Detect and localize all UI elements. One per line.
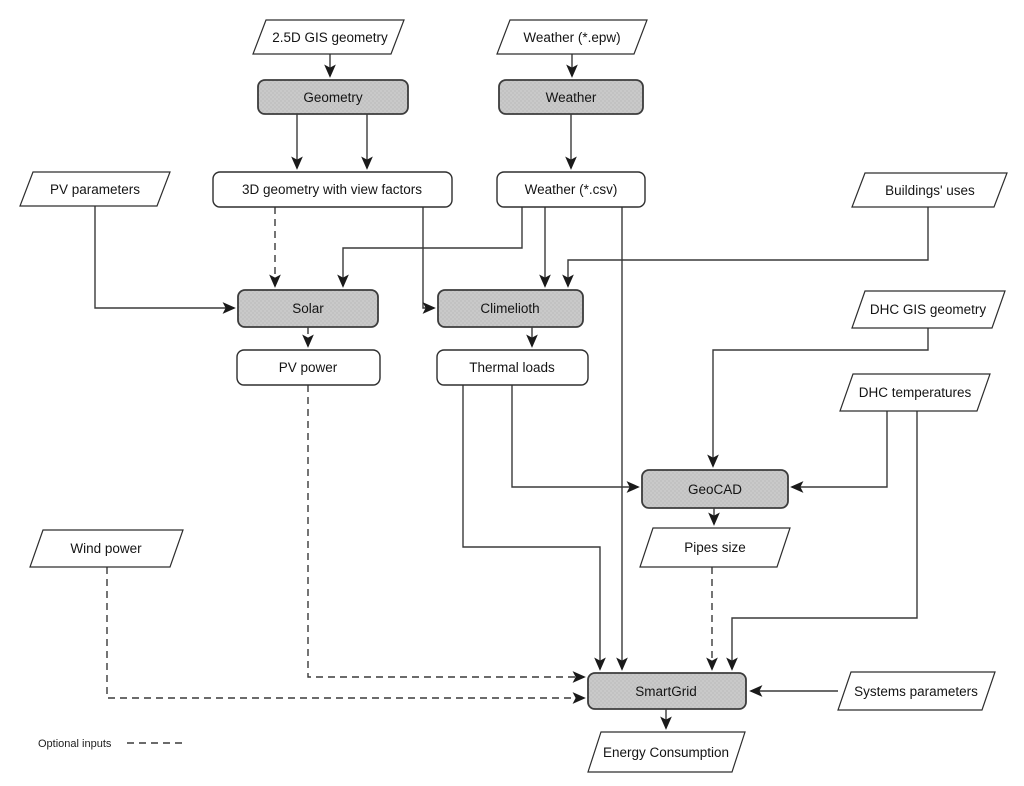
process-shape — [437, 289, 584, 328]
node-label: Climelioth — [480, 301, 539, 316]
node-label: DHC GIS geometry — [870, 302, 987, 317]
node-systems-parameters: Systems parameters — [837, 671, 996, 711]
node-label: Weather — [546, 90, 597, 105]
node-label: DHC temperatures — [859, 385, 972, 400]
edge-windpower-to-smartgrid-dashed — [106, 567, 586, 704]
parallelogram-shape — [837, 671, 996, 711]
parallelogram-shape — [851, 290, 1006, 329]
node-wind-power: Wind power — [29, 529, 184, 568]
node-label: Buildings' uses — [885, 183, 975, 198]
data-shape — [236, 349, 381, 386]
legend: Optional inputs — [38, 738, 183, 750]
data-shape — [212, 171, 453, 208]
node-2-5d-gis-geometry: 2.5D GIS geometry — [252, 19, 405, 55]
node-weather: Weather — [498, 79, 644, 115]
nodes-layer: 2.5D GIS geometry Weather (*.epw) Geomet… — [19, 19, 1008, 773]
parallelogram-shape — [839, 373, 991, 412]
legend-label: Optional inputs — [38, 738, 112, 750]
node-label: 3D geometry with view factors — [242, 182, 422, 197]
parallelogram-shape — [29, 529, 184, 568]
node-label: Thermal loads — [469, 360, 555, 375]
node-geometry: Geometry — [257, 79, 409, 115]
node-solar: Solar — [237, 289, 379, 328]
node-geocad: GeoCAD — [641, 469, 789, 509]
edge-buildingsuses-to-climelioth — [562, 207, 929, 288]
node-smartgrid: SmartGrid — [587, 672, 747, 710]
parallelogram-shape — [639, 527, 791, 568]
parallelogram-shape — [851, 172, 1008, 208]
node-label: Geometry — [303, 90, 363, 105]
process-shape — [257, 79, 409, 115]
node-label: SmartGrid — [635, 684, 697, 699]
edge-pvparams-to-solar — [94, 206, 236, 314]
node-label: Weather (*.epw) — [523, 30, 620, 45]
process-shape — [641, 469, 789, 509]
node-label: Wind power — [70, 541, 142, 556]
node-label: Systems parameters — [854, 684, 978, 699]
node-label: Energy Consumption — [603, 745, 729, 760]
edge-dhctemp-to-smartgrid — [726, 411, 918, 671]
node-pipes-size: Pipes size — [639, 527, 791, 568]
node-thermal-loads: Thermal loads — [436, 349, 589, 386]
node-label: Solar — [292, 301, 324, 316]
node-climelioth: Climelioth — [437, 289, 584, 328]
edge-dhctemp-to-geocad — [790, 411, 888, 493]
node-label: Pipes size — [684, 540, 746, 555]
node-pv-power: PV power — [236, 349, 381, 386]
data-shape — [496, 171, 646, 208]
data-shape — [436, 349, 589, 386]
edge-dhcgis-to-geocad — [707, 328, 929, 468]
node-weather-epw: Weather (*.epw) — [496, 19, 648, 55]
node-energy-consumption: Energy Consumption — [587, 731, 746, 773]
process-shape — [237, 289, 379, 328]
node-dhc-temperatures: DHC temperatures — [839, 373, 991, 412]
edge-pvpower-to-smartgrid-dashed — [307, 385, 586, 683]
node-label: Weather (*.csv) — [525, 182, 618, 197]
edge-thermalloads-to-smartgrid — [462, 385, 606, 671]
node-3d-geometry-view-factors: 3D geometry with view factors — [212, 171, 453, 208]
parallelogram-shape — [19, 171, 171, 207]
edge-geom3d-to-climelioth — [422, 207, 436, 314]
process-shape — [498, 79, 644, 115]
node-label: PV parameters — [50, 182, 140, 197]
node-label: PV power — [279, 360, 338, 375]
parallelogram-shape — [252, 19, 405, 55]
node-label: GeoCAD — [688, 482, 742, 497]
node-dhc-gis-geometry: DHC GIS geometry — [851, 290, 1006, 329]
edges-layer — [94, 54, 929, 730]
node-weather-csv: Weather (*.csv) — [496, 171, 646, 208]
edge-thermalloads-to-geocad — [511, 385, 640, 493]
process-shape — [587, 672, 747, 710]
node-buildings-uses: Buildings' uses — [851, 172, 1008, 208]
node-pv-parameters: PV parameters — [19, 171, 171, 207]
edge-weathercsv-to-solar — [337, 207, 523, 288]
node-label: 2.5D GIS geometry — [272, 30, 388, 45]
parallelogram-shape — [496, 19, 648, 55]
parallelogram-shape — [587, 731, 746, 773]
